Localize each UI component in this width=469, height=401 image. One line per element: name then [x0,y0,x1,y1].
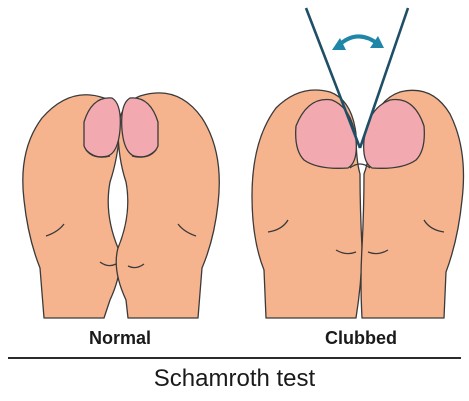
clubbed-label: Clubbed [281,328,441,349]
normal-fingers [23,93,219,318]
divider-line [8,357,461,359]
clubbed-fingers [252,90,464,318]
figure-caption: Schamroth test [0,365,469,393]
double-arrow-icon [332,36,384,50]
normal-label: Normal [40,328,200,349]
